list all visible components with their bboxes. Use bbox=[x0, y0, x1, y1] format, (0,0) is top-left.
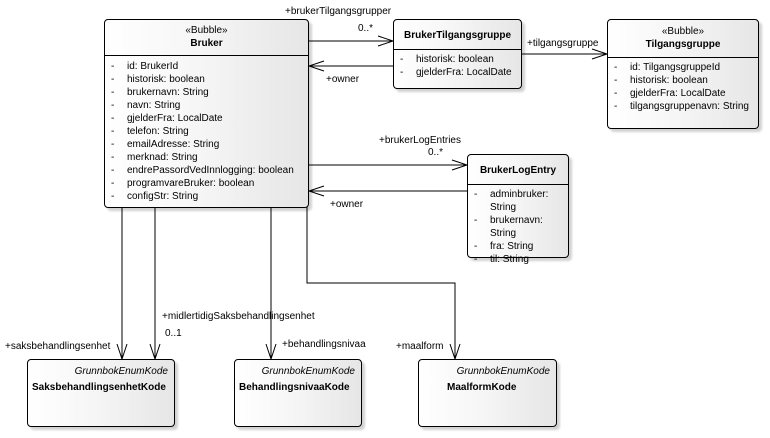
attribute: -historisk: boolean bbox=[400, 54, 494, 65]
attribute: -gjelderFra: LocalDate bbox=[614, 88, 726, 99]
stereotype-label: «Bubble» bbox=[185, 25, 228, 36]
class-name: SaksbehandlingsenhetKode bbox=[32, 382, 166, 393]
role-owner-logentry: +owner bbox=[330, 199, 364, 210]
stereotype-label: GrunnbokEnumKode bbox=[74, 366, 168, 377]
stereotype-label: GrunnbokEnumKode bbox=[456, 366, 550, 377]
attribute: -configStr: String bbox=[111, 191, 199, 202]
enum-header: GrunnbokEnumKode bbox=[419, 360, 556, 379]
enum-saksbehandlingsenhetkode[interactable]: GrunnbokEnumKode SaksbehandlingsenhetKod… bbox=[27, 359, 175, 427]
enum-behandlingsnivaakode[interactable]: GrunnbokEnumKode BehandlingsnivaaKode bbox=[234, 359, 362, 427]
role-maalform: +maalform bbox=[396, 341, 444, 352]
role-brukerlogentries: +brukerLogEntries bbox=[379, 135, 461, 146]
attribute-list: -id: BrukerId -historisk: boolean -bruke… bbox=[105, 56, 308, 203]
attribute: -adminbruker: String bbox=[474, 189, 549, 213]
class-name: BehandlingsnivaaKode bbox=[239, 382, 350, 393]
attribute: -brukernavn: String bbox=[474, 215, 543, 239]
multiplicity-midlertidig-saksbehandlingsenhet: 0..1 bbox=[165, 328, 182, 339]
class-tilgangsgruppe[interactable]: «Bubble» Tilgangsgruppe -id: Tilgangsgru… bbox=[607, 19, 759, 129]
attribute: -programvareBruker: boolean bbox=[111, 178, 255, 189]
class-name: BrukerLogEntry bbox=[479, 165, 557, 176]
attribute: -fra: String bbox=[474, 241, 534, 252]
class-header: «Bubble» Tilgangsgruppe bbox=[608, 20, 758, 58]
role-brukertilgangsgrupper: +brukerTilgangsgrupper bbox=[285, 6, 392, 17]
attribute-list: -adminbruker: String -brukernavn: String… bbox=[468, 185, 568, 266]
class-name: Tilgangsgruppe bbox=[645, 39, 721, 50]
class-brukertilgangsgruppe[interactable]: BrukerTilgangsgruppe -historisk: boolean… bbox=[393, 19, 522, 89]
role-tilgangsgruppe: +tilgangsgruppe bbox=[527, 38, 599, 49]
attribute: -gjelderFra: LocalDate bbox=[111, 113, 223, 124]
attribute-list: -id: TilgangsgruppeId -historisk: boolea… bbox=[608, 58, 758, 113]
attribute-list: -historisk: boolean -gjelderFra: LocalDa… bbox=[394, 50, 521, 79]
stereotype-label: GrunnbokEnumKode bbox=[261, 366, 355, 377]
enum-header: GrunnbokEnumKode bbox=[235, 360, 361, 379]
attribute: -brukernavn: String bbox=[111, 87, 209, 98]
multiplicity-brukerlogentries: 0..* bbox=[428, 147, 444, 158]
stereotype-label: «Bubble» bbox=[661, 26, 705, 37]
attribute: -endrePassordVedInnlogging: boolean bbox=[111, 165, 294, 176]
role-behandlingsnivaa: +behandlingsnivaa bbox=[282, 339, 366, 350]
role-owner-tilgangsgruppe: +owner bbox=[326, 74, 360, 85]
enum-header: GrunnbokEnumKode bbox=[28, 360, 174, 379]
class-brukerlogentry[interactable]: BrukerLogEntry -adminbruker: String -bru… bbox=[467, 154, 569, 265]
arrowhead-bruker-owner-1 bbox=[307, 60, 325, 72]
attribute: -id: BrukerId bbox=[111, 61, 179, 72]
attribute: -merknad: String bbox=[111, 152, 198, 163]
class-header: «Bubble» Bruker bbox=[105, 20, 308, 56]
attribute: -gjelderFra: LocalDate bbox=[400, 67, 512, 78]
class-bruker[interactable]: «Bubble» Bruker -id: BrukerId -historisk… bbox=[104, 19, 309, 208]
attribute: -id: TilgangsgruppeId bbox=[614, 62, 721, 73]
attribute: -tilgangsgruppenavn: String bbox=[614, 101, 749, 112]
attribute: -til: String bbox=[474, 254, 529, 265]
class-name: Bruker bbox=[190, 38, 223, 49]
role-midlertidig-saksbehandlingsenhet: +midlertidigSaksbehandlingsenhet bbox=[162, 311, 315, 322]
attribute: -navn: String bbox=[111, 100, 181, 111]
class-header: BrukerTilgangsgruppe bbox=[394, 20, 521, 50]
class-name: BrukerTilgangsgruppe bbox=[403, 30, 512, 41]
class-name: MaalformKode bbox=[447, 382, 517, 393]
class-header: BrukerLogEntry bbox=[468, 155, 568, 185]
edge-maalform bbox=[306, 207, 456, 359]
attribute: -telefon: String bbox=[111, 126, 189, 137]
arrowhead-bruker-owner-2 bbox=[307, 185, 325, 197]
multiplicity-brukertilgangsgrupper: 0..* bbox=[358, 23, 374, 34]
enum-maalformkode[interactable]: GrunnbokEnumKode MaalformKode bbox=[418, 359, 557, 427]
attribute: -historisk: boolean bbox=[111, 74, 205, 85]
role-saksbehandlingsenhet: +saksbehandlingsenhet bbox=[5, 341, 111, 352]
attribute: -historisk: boolean bbox=[614, 75, 708, 86]
attribute: -emailAdresse: String bbox=[111, 139, 220, 150]
